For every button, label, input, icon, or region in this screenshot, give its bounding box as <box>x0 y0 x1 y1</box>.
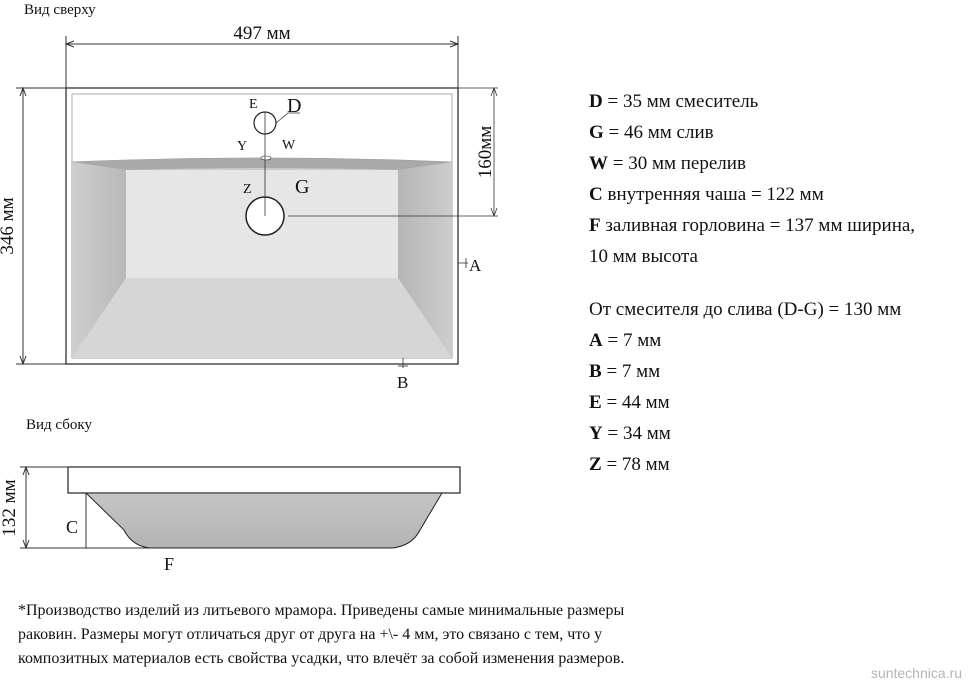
width-label: 497 мм <box>233 23 290 44</box>
watermark: suntechnica.ru <box>870 665 962 681</box>
spec-list: D = 35 мм смеситель G = 46 мм слив W = 3… <box>589 86 915 480</box>
spec-row: Z = 78 мм <box>589 454 670 475</box>
height-label: 346 мм <box>0 197 18 254</box>
spec-row: F заливная горловина = 137 мм ширина, <box>589 215 916 236</box>
marker-w: W <box>282 138 296 153</box>
spec-row: A = 7 мм <box>589 330 662 351</box>
marker-z: Z <box>243 182 252 197</box>
marker-c: C <box>66 517 78 537</box>
offset-label: 160мм <box>475 126 496 179</box>
spec-row: W = 30 мм перелив <box>589 153 746 174</box>
side-height-label: 132 мм <box>0 479 20 536</box>
marker-y: Y <box>237 139 247 154</box>
side-height-dimension <box>20 465 150 550</box>
marker-d: D <box>287 95 301 117</box>
spec-gap <box>589 272 915 294</box>
marker-e: E <box>249 97 258 112</box>
marker-f: F <box>164 554 174 574</box>
spec-row: E = 44 мм <box>589 392 670 413</box>
spec-row: Y = 34 мм <box>589 423 671 444</box>
marker-b: B <box>397 373 408 392</box>
footnote: *Производство изделий из литьевого мрамо… <box>18 602 625 667</box>
marker-g: G <box>295 176 309 198</box>
spec-row: B = 7 мм <box>589 361 661 382</box>
spec-row: G = 46 мм слив <box>589 122 714 143</box>
marker-leaders <box>264 86 498 368</box>
spec-row: 10 мм высота <box>589 246 698 267</box>
width-dimension <box>64 36 460 88</box>
sink-side-view <box>67 466 461 549</box>
spec-row: D = 35 мм смеситель <box>589 91 759 112</box>
spec-row: C внутренняя чаша = 122 мм <box>589 184 824 205</box>
marker-a: A <box>469 256 482 275</box>
sink-top-view <box>65 87 459 365</box>
spec-row: От смесителя до слива (D-G) = 130 мм <box>589 299 902 320</box>
side-view-caption: Вид сбоку <box>26 417 92 433</box>
top-view-caption: Вид сверху <box>24 2 96 18</box>
height-dimension <box>16 86 68 366</box>
